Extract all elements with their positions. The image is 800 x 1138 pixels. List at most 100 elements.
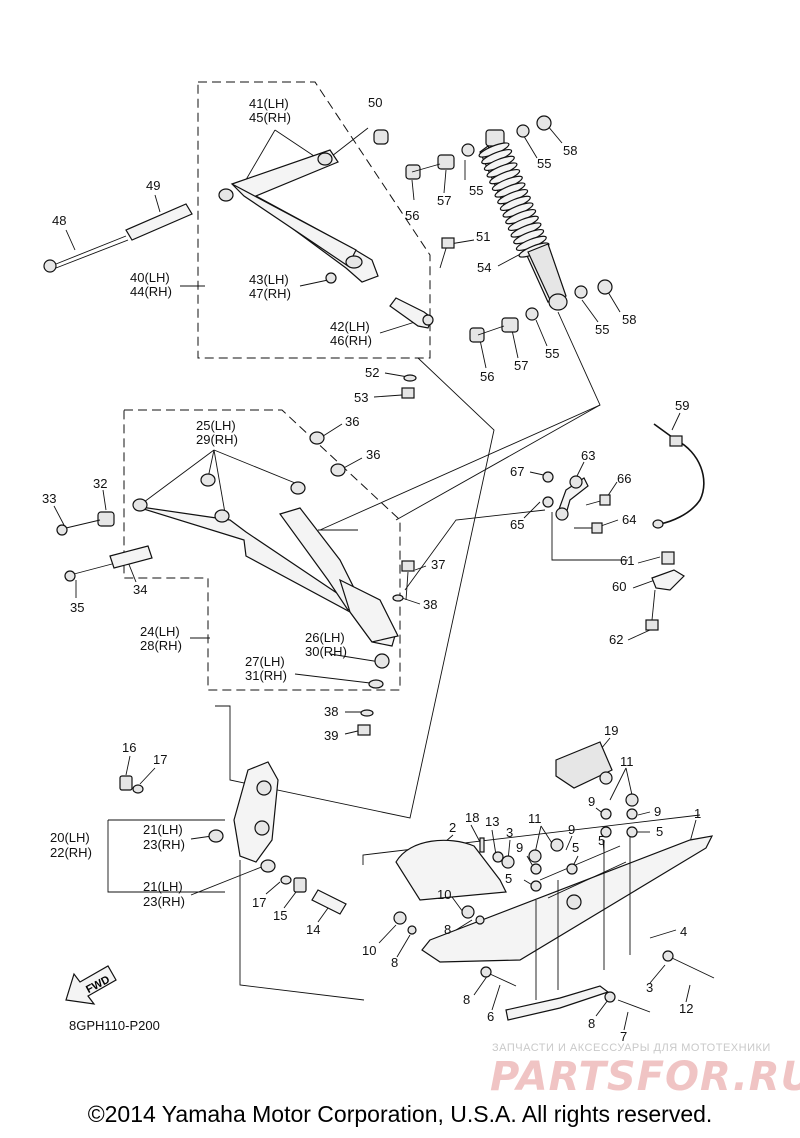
part-label: 54 [477,260,491,275]
part-label: 38 [423,597,437,612]
part-label: 22(RH) [50,845,92,860]
part-label: 24(LH) [140,624,180,639]
part-label: 11 [528,811,542,826]
part-label: 61 [620,553,634,568]
part-label: 56 [405,208,419,223]
watermark-logo: PARTSFOR.RU [490,1054,800,1100]
upper-pivot-shaft [43,203,193,273]
part-label: 46(RH) [330,333,372,348]
part-label: 62 [609,632,623,647]
part-label: 5 [598,833,605,848]
part-label: 34 [133,582,147,597]
part-label: 55 [537,156,551,171]
part-label: 58 [622,312,636,327]
part-label: 55 [595,322,609,337]
part-number-labels: 41(LH) 45(RH) 50 49 48 40(LH) 44(RH) 43(… [42,95,701,1044]
part-label: 4 [680,924,687,939]
part-label: 11 [620,754,634,769]
part-label: 67 [510,464,524,479]
part-label: 7 [620,1029,627,1044]
part-label: 57 [437,193,451,208]
part-label: 43(LH) [249,272,289,287]
part-label: 58 [563,143,577,158]
part-label: 3 [506,825,513,840]
part-label: 35 [70,600,84,615]
part-label: 55 [469,183,483,198]
part-label: 5 [572,840,579,855]
part-label: 52 [365,365,379,380]
part-label: 12 [679,1001,693,1016]
part-label: 42(LH) [330,319,370,334]
assembly-connectors [107,311,701,1001]
part-label: 16 [122,740,136,755]
part-label: 21(LH) [143,822,183,837]
part-label: 40(LH) [130,270,170,285]
part-label: 47(RH) [249,286,291,301]
part-label: 51 [476,229,490,244]
part-label: 49 [146,178,160,193]
part-label: 1 [694,806,701,821]
part-label: 2 [449,820,456,835]
part-label: 27(LH) [245,654,285,669]
diagram-code: 8GPH110-P200 [69,1018,160,1033]
spindle [119,761,347,915]
part-label: 64 [622,512,636,527]
part-label: 23(RH) [143,894,185,909]
part-label: 8 [463,992,470,1007]
speedometer-cable [645,423,705,631]
part-label: 45(RH) [249,110,291,125]
lower-a-arm [56,431,415,736]
part-label: 18 [465,810,479,825]
leader-lines [53,124,697,1031]
part-label: 28(RH) [140,638,182,653]
part-label: 41(LH) [249,96,289,111]
part-label: 31(RH) [245,668,287,683]
part-label: 56 [480,369,494,384]
part-label: 36 [345,414,359,429]
ski-assembly [393,741,715,1021]
part-label: 8 [588,1016,595,1031]
part-label: 48 [52,213,66,228]
upper-a-arm [218,129,389,283]
part-label: 55 [545,346,559,361]
part-label: 9 [654,804,661,819]
part-label: 9 [588,794,595,809]
shock-absorber [405,115,613,343]
part-label: 36 [366,447,380,462]
part-label: 50 [368,95,382,110]
part-label: 38 [324,704,338,719]
fwd-arrow-icon: FWD [65,965,117,1005]
part-label: 14 [306,922,320,937]
part-label: 10 [437,887,451,902]
part-label: 13 [485,814,499,829]
part-label: 29(RH) [196,432,238,447]
part-label: 57 [514,358,528,373]
part-label: 17 [153,752,167,767]
part-label: 39 [324,728,338,743]
part-label: 63 [581,448,595,463]
part-label: 9 [568,822,575,837]
part-label: 9 [516,840,523,855]
part-label: 17 [252,895,266,910]
part-label: 6 [487,1009,494,1024]
part-label: 26(LH) [305,630,345,645]
watermark-tagline: ЗАПЧАСТИ И АКСЕССУАРЫ ДЛЯ МОТОТЕХНИКИ [492,1042,771,1054]
part-label: 19 [604,723,618,738]
part-label: 66 [617,471,631,486]
upper-ball-joint [325,237,455,399]
part-label: 53 [354,390,368,405]
part-label: 23(RH) [143,837,185,852]
part-label: 5 [656,824,663,839]
part-label: 10 [362,943,376,958]
copyright-notice: ©2014 Yamaha Motor Corporation, U.S.A. A… [87,1101,713,1127]
group-frames [123,81,431,691]
part-label: 21(LH) [143,879,183,894]
part-label: 33 [42,491,56,506]
part-label: 20(LH) [50,830,90,845]
part-label: 5 [505,871,512,886]
part-label: 8 [444,922,451,937]
steering-links [542,471,611,534]
part-label: 65 [510,517,524,532]
part-label: 44(RH) [130,284,172,299]
